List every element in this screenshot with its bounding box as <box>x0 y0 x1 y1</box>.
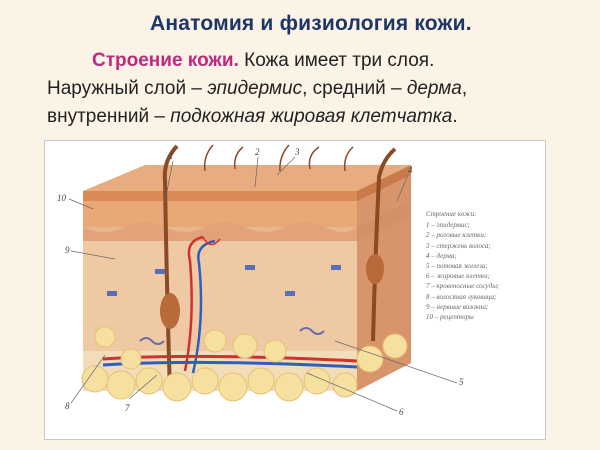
vein <box>191 239 216 374</box>
callout-8: 8 <box>65 401 70 411</box>
legend-item-4: 4 – дерма; <box>426 251 457 260</box>
intro-text-2a: Наружный слой – <box>47 78 208 99</box>
legend-item-1: 1 – эпидермис; <box>426 221 470 230</box>
hair-bulb-right <box>366 254 384 284</box>
hair-bulb-left <box>160 293 180 329</box>
legend-title: Строение кожи: <box>426 210 477 218</box>
legend-item-9: 9 – нервные волокна; <box>426 302 489 311</box>
legend-item-10: 10 – рецепторы <box>426 313 474 322</box>
callout-leaders <box>68 156 458 412</box>
intro-text-3c: . <box>452 106 458 127</box>
term-subcutaneous: подкожная жировая клетчатка <box>170 106 453 127</box>
intro-text-2e: , <box>461 78 468 99</box>
skin-illustration <box>68 144 458 412</box>
intro-text-2c: , средний – <box>302 78 407 99</box>
legend-item-3: 3 – стержень волоса; <box>426 241 491 250</box>
skin-diagram: Строение кожи: 1 – эпидермис; 2 – роговы… <box>44 140 546 440</box>
intro-text-3a: внутренний – <box>47 106 171 127</box>
intro-text-1: Кожа имеет три слоя. <box>238 50 435 71</box>
legend-item-5: 5 – потовая железа; <box>426 262 488 271</box>
callout-3: 3 <box>295 147 300 157</box>
callout-6: 6 <box>399 407 404 417</box>
intro-line-2: Наружный слой – эпидермис, средний – дер… <box>47 78 467 100</box>
sweat-gland <box>139 337 165 345</box>
stratum-corneum <box>83 191 357 201</box>
diagram-legend: Строение кожи: 1 – эпидермис; 2 – роговы… <box>426 209 544 322</box>
legend-item-8: 8 – волосяная луковица; <box>426 292 497 301</box>
intro-line-1: Строение кожи. Кожа имеет три слоя. <box>92 50 434 72</box>
callout-10: 10 <box>57 193 66 203</box>
callout-7: 7 <box>125 403 130 413</box>
slide-title: Анатомия и физиология кожи. <box>150 12 472 35</box>
dermis-papillae <box>83 222 357 241</box>
intro-line-3: внутренний – подкожная жировая клетчатка… <box>47 106 458 128</box>
hair-shaft-right <box>371 147 397 342</box>
term-epidermis: эпидермис <box>207 78 303 99</box>
callout-4: 4 <box>408 165 413 175</box>
legend-item-6: 6 – жировые клетки; <box>426 272 490 281</box>
callout-9: 9 <box>65 245 70 255</box>
slide-header: Анатомия и физиология кожи. Строение кож… <box>0 0 600 140</box>
legend-item-7: 7 – кровеносные сосуды; <box>426 282 500 291</box>
skin-top-surface <box>83 165 411 191</box>
callout-5: 5 <box>459 377 464 387</box>
callout-1: 1 <box>169 151 174 161</box>
artery <box>183 235 204 372</box>
hair-shaft-left <box>162 144 179 392</box>
legend-item-2: 2 – роговые клетки; <box>426 231 487 240</box>
term-dermis: дерма <box>406 78 462 99</box>
callout-2: 2 <box>255 147 260 157</box>
structure-heading: Строение кожи. <box>92 50 239 71</box>
fat-cells <box>81 326 408 402</box>
